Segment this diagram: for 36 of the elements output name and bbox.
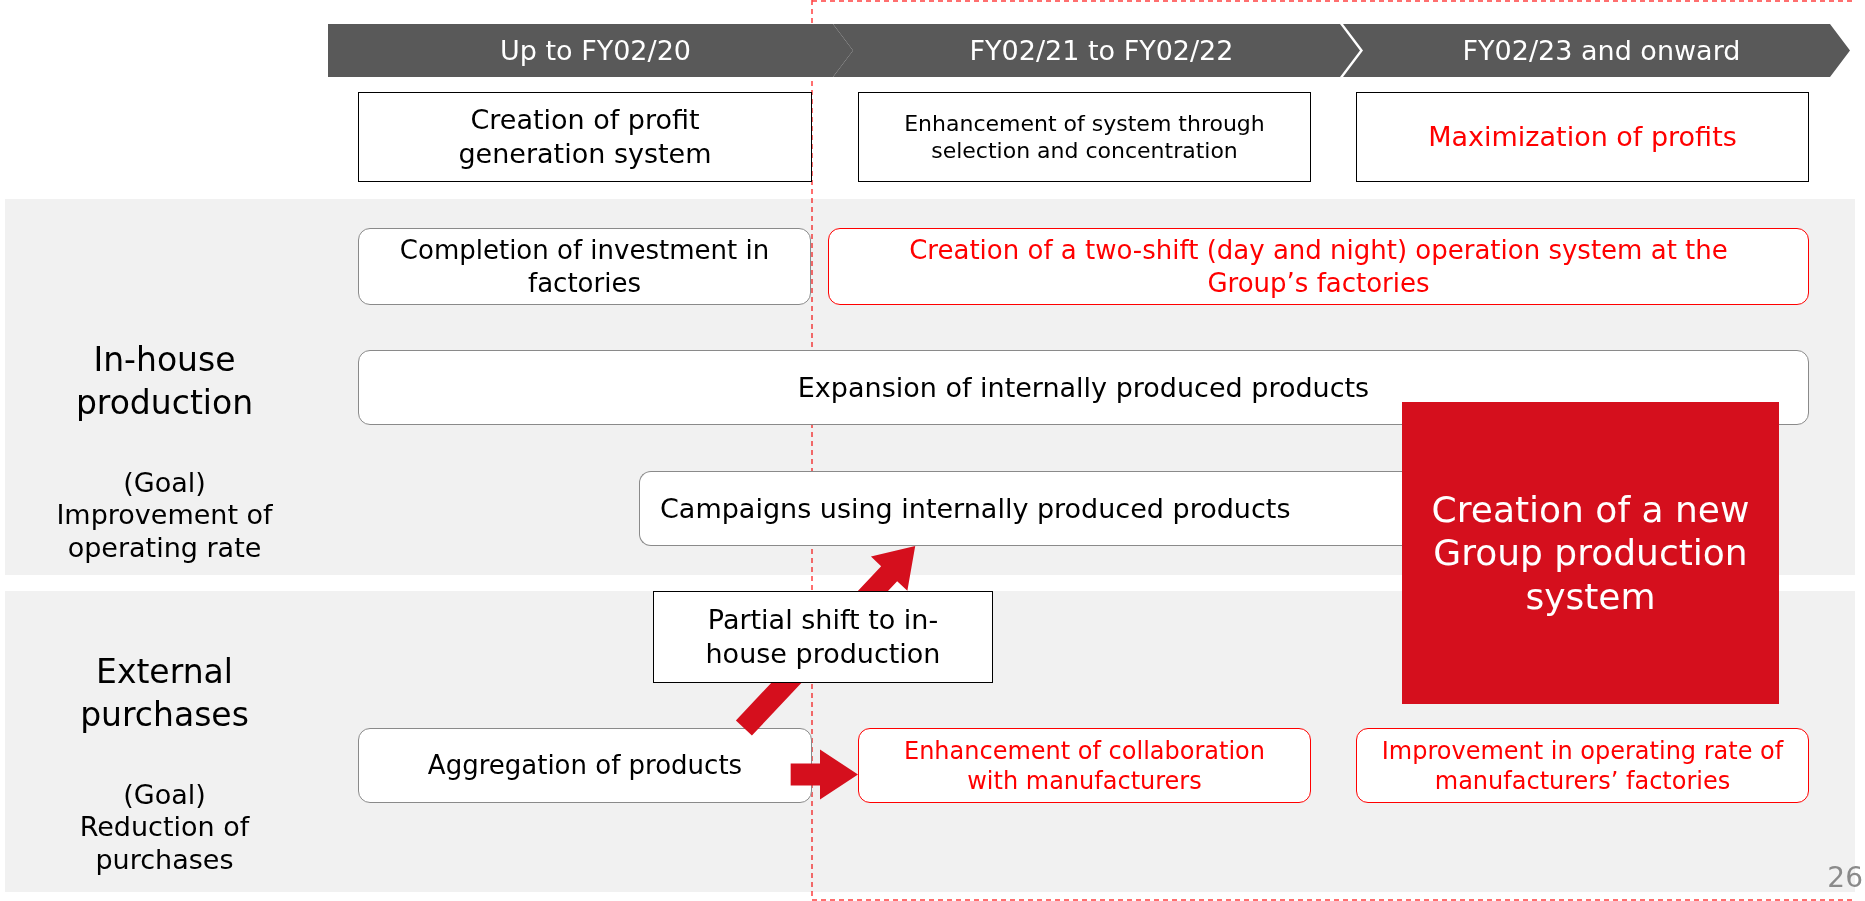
box-text: Maximization of profits [1428, 120, 1737, 154]
period-label: FY02/21 to FY02/22 [969, 33, 1234, 68]
initiative-box [639, 471, 1402, 546]
initiative-box [358, 728, 812, 803]
period-label: FY02/23 and onward [1462, 33, 1741, 68]
box-text: Creation of profit generation system [457, 103, 713, 171]
page-number: 26 [1827, 864, 1863, 892]
category-label: In-house production [74, 339, 255, 424]
category-label: External purchases [79, 651, 250, 736]
timeline-phase-banner [833, 24, 1360, 77]
box-text: Aggregation of products [427, 749, 743, 782]
phase-goal-box [858, 92, 1311, 182]
goal-label: (Goal) Improvement of operating rate [55, 467, 274, 565]
initiative-box [358, 228, 811, 305]
phase-goal-box [1356, 92, 1809, 182]
timeline-phase-banner [328, 24, 853, 77]
box-text: Expansion of internally produced products [797, 370, 1370, 405]
box-text: Enhancement of system through selection and concentration [903, 109, 1266, 165]
box-text: Improvement in operating rate of manufacturers’ factories [1380, 735, 1785, 796]
edge-label: Partial shift to in-house production [653, 591, 993, 683]
arrow [790, 749, 858, 800]
initiative-box [358, 350, 1809, 425]
goal-label: (Goal) Reduction of purchases [78, 779, 251, 877]
box-text: Enhancement of collaboration with manufacturers [903, 735, 1266, 796]
highlight-text: Creation of a new Group production system [1430, 488, 1751, 618]
box-text: Creation of a two-shift (day and night) operation system at the Group’s factories [908, 234, 1729, 299]
phase-goal-box [358, 92, 812, 182]
initiative-box [828, 228, 1809, 305]
initiative-box [858, 728, 1311, 803]
highlight-box [1402, 402, 1779, 704]
period-label: Up to FY02/20 [500, 33, 691, 68]
category-band [5, 199, 1855, 575]
timeline-phase-banner [1343, 24, 1850, 77]
box-text: Campaigns using internally produced products [660, 491, 1291, 526]
box-text: Completion of investment in factories [398, 234, 771, 299]
initiative-box [1356, 728, 1809, 803]
